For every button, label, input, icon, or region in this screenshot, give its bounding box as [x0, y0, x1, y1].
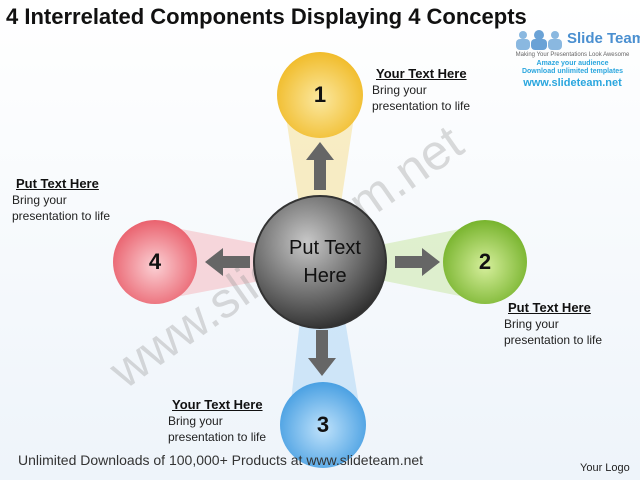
arrows	[205, 142, 440, 376]
node-1-text: Your Text Here Bring your presentation t…	[372, 66, 471, 113]
slideteam-logo: Slide Team Making Your Presentations Loo…	[505, 0, 640, 95]
people-icon	[516, 30, 562, 50]
slide-title: 4 Interrelated Components Displaying 4 C…	[6, 4, 527, 29]
node-2-number: 2	[478, 249, 492, 274]
node-4-number: 4	[148, 249, 162, 274]
node-4-text: Put Text Here Bring your presentation to…	[12, 176, 111, 223]
center-circle[interactable]	[253, 195, 387, 329]
node-1-circle[interactable]	[277, 52, 363, 138]
node-1-number: 1	[313, 82, 327, 107]
node-2-text: Put Text Here Bring your presentation to…	[504, 300, 603, 347]
arrow-left	[205, 248, 250, 276]
your-logo: Your Logo	[580, 462, 630, 474]
arrow-right	[395, 248, 440, 276]
node-3-number: 3	[316, 412, 330, 437]
node-3-circle[interactable]	[280, 382, 366, 468]
node-3-text: Your Text Here Bring your presentation t…	[168, 397, 267, 444]
node-4-circle[interactable]	[113, 220, 197, 304]
arrow-down	[308, 330, 336, 376]
center-label: Put Text Here	[289, 237, 361, 287]
footer-text: Unlimited Downloads of 100,000+ Products…	[18, 452, 424, 468]
node-2-circle[interactable]	[443, 220, 527, 304]
arrow-up	[306, 142, 334, 190]
